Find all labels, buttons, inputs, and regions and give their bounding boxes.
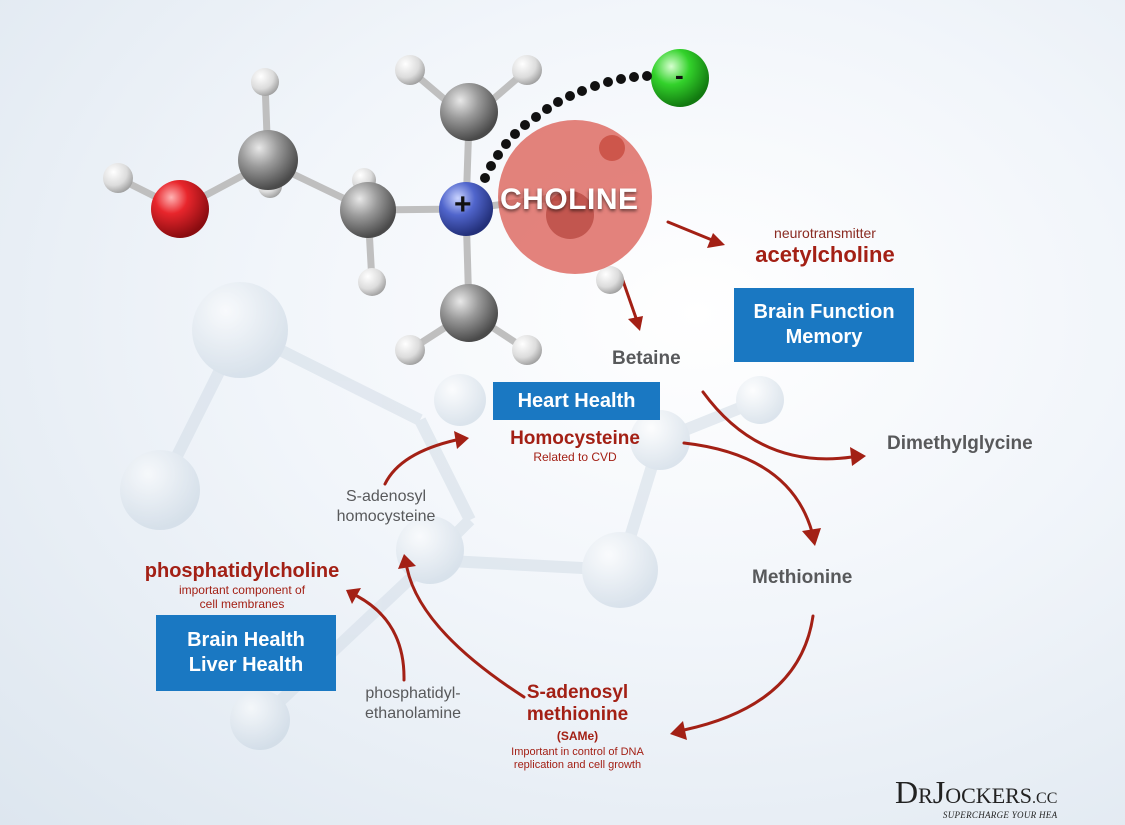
- brain-liver-box: Brain Health Liver Health: [156, 615, 336, 691]
- background-molecule: [120, 282, 784, 750]
- brain-liver-line2: Liver Health: [188, 654, 304, 676]
- carbon-atom: [546, 191, 594, 239]
- phosphatidylcholine-note-line2: cell membranes: [199, 597, 285, 611]
- arrow-same-to-sah-head: [398, 554, 416, 569]
- arrow-to-phosphatidylcholine: [355, 594, 406, 682]
- hydrogen-atom: [596, 266, 624, 294]
- arrow-to-acetylcholine: [666, 220, 714, 242]
- same-name-line1: S-adenosyl: [526, 682, 629, 703]
- phosphatidylethanolamine-label: phosphatidyl- ethanolamine: [350, 684, 476, 724]
- arrow-same-to-sah: [405, 566, 526, 699]
- acetylcholine-name: acetylcholine: [755, 242, 895, 267]
- heart-health-line1: Heart Health: [517, 389, 636, 412]
- hydrogen-atom: [512, 335, 542, 365]
- phosphatidylcholine-note-line1: important component of: [178, 583, 306, 597]
- homocysteine-label: Homocysteine Related to CVD: [490, 428, 660, 464]
- nitrogen-atom: [439, 182, 493, 236]
- logo-tagline: SUPERCHARGE YOUR HEA: [942, 810, 1058, 820]
- arrow-betaine-to-dimethylglycine-head: [850, 447, 866, 466]
- carbon-atom: [440, 83, 498, 141]
- brain-liver-line1: Brain Health: [187, 629, 305, 651]
- carbon-atom: [340, 182, 396, 238]
- heart-health-box: Heart Health: [493, 382, 660, 420]
- oxygen-atom: [599, 135, 625, 161]
- arrow-to-acetylcholine-head: [707, 233, 725, 248]
- anion-atom: [651, 49, 709, 107]
- same-note-line2: replication and cell growth: [513, 759, 642, 771]
- phosphatidylcholine-name: phosphatidylcholine: [144, 560, 340, 582]
- hydrogen-atom: [395, 55, 425, 85]
- logo-d: D: [895, 774, 919, 810]
- acetylcholine-caption: neurotransmitter: [774, 225, 876, 241]
- homocysteine-note: Related to CVD: [533, 450, 617, 464]
- arrow-homocysteine-to-methionine: [682, 441, 814, 534]
- arrow-sah-to-homocysteine-head: [454, 431, 469, 449]
- same-note-line1: Important in control of DNA: [511, 746, 644, 758]
- carbon-atom: [440, 284, 498, 342]
- hydrogen-atom: [358, 268, 386, 296]
- same-abbr: (SAMe): [556, 729, 599, 743]
- hydrogen-atom: [103, 163, 133, 193]
- logo-j: J: [932, 774, 946, 810]
- sah-line2: homocysteine: [336, 508, 436, 525]
- brain-function-line2: Memory: [785, 326, 863, 348]
- arrow-methionine-to-same: [682, 614, 815, 732]
- plus-sign: +: [454, 188, 472, 221]
- acetylcholine-label: neurotransmitter acetylcholine: [740, 225, 910, 268]
- phosphatidylethanolamine-line1: phosphatidyl-: [365, 685, 461, 702]
- ionic-bond-dots: [480, 71, 652, 183]
- logo-ockers: OCKERS: [945, 783, 1033, 808]
- logo-r: R: [918, 783, 933, 808]
- homocysteine-name: Homocysteine: [510, 428, 640, 449]
- betaine-label: Betaine: [612, 348, 681, 369]
- hydrogen-atom: [395, 335, 425, 365]
- arrow-homocysteine-to-methionine-head: [802, 528, 821, 546]
- choline-label: CHOLINE: [500, 183, 639, 216]
- pathway-arrows: [346, 220, 866, 740]
- arrow-to-betaine: [620, 276, 638, 320]
- sah-label: S-adenosyl homocysteine: [326, 487, 446, 527]
- sah-line1: S-adenosyl: [345, 488, 427, 505]
- brain-function-box: Brain Function Memory: [734, 288, 914, 362]
- arrow-sah-to-homocysteine: [383, 438, 458, 486]
- arrow-to-phosphatidylcholine-head: [346, 588, 361, 604]
- drjockers-logo: DRJOCKERS.CC SUPERCHARGE YOUR HEA: [895, 774, 1058, 820]
- phosphatidylethanolamine-line2: ethanolamine: [364, 705, 462, 722]
- hydrogen-atom: [251, 68, 279, 96]
- carbon-atom: [238, 130, 298, 190]
- logo-tld: .CC: [1032, 790, 1058, 807]
- dimethylglycine-label: Dimethylglycine: [887, 433, 1033, 454]
- phosphatidylcholine-label: phosphatidylcholine important component …: [132, 560, 352, 611]
- arrow-methionine-to-same-head: [670, 721, 687, 740]
- arrow-betaine-to-dimethylglycine: [701, 390, 854, 461]
- choline-molecule: [103, 49, 709, 365]
- minus-sign: -: [675, 60, 684, 90]
- same-label: S-adenosyl methionine (SAMe) Important i…: [495, 682, 660, 772]
- arrow-to-betaine-head: [628, 316, 643, 331]
- same-name-line2: methionine: [526, 704, 629, 725]
- methionine-label: Methionine: [752, 567, 853, 588]
- brain-function-line1: Brain Function: [753, 301, 895, 323]
- oxygen-atom: [151, 180, 209, 238]
- hydrogen-atom: [512, 55, 542, 85]
